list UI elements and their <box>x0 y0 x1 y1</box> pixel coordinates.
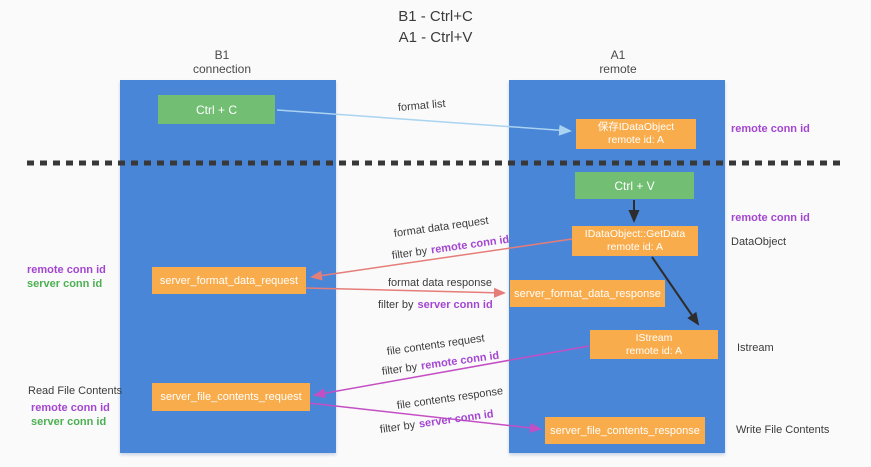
arrow-file-contents-request <box>313 345 590 399</box>
dataobject-annotation: DataObject <box>731 236 787 248</box>
server-format-data-request-box: server_format_data_request <box>152 267 306 294</box>
read-remote-conn-id-annotation: remote conn id <box>31 402 110 414</box>
server-file-contents-request-label: server_file_contents_request <box>160 391 302 403</box>
ctrl-c-box: Ctrl + C <box>158 95 275 124</box>
write-file-contents-annotation: Write File Contents <box>736 424 830 436</box>
title-line-1: B1 - Ctrl+C <box>398 8 473 25</box>
title-line-2: A1 - Ctrl+V <box>398 29 473 46</box>
arrow-format-data-request <box>310 238 573 281</box>
ctrl-c-label: Ctrl + C <box>195 102 237 117</box>
istream-box: IStream remote id: A <box>590 330 718 359</box>
diagram-title: B1 - Ctrl+C A1 - Ctrl+V <box>0 6 871 48</box>
left-remote-conn-id-annotation: remote conn id <box>27 264 106 276</box>
istream-annotation: Istream <box>737 342 774 354</box>
read-server-conn-id-annotation: server conn id <box>31 416 107 428</box>
lane-header-b1: B1 connection <box>162 48 282 76</box>
server-conn-id-text: server conn id <box>417 299 493 311</box>
save-idataobject-line2: remote id: A <box>607 134 665 146</box>
istream-line1: IStream <box>635 331 673 344</box>
lane-header-a1: A1 remote <box>558 48 678 76</box>
read-file-contents-annotation: Read File Contents <box>28 385 123 397</box>
left-server-conn-id-annotation: server conn id <box>27 278 103 290</box>
getdata-line2: remote id: A <box>606 241 664 253</box>
arrow-format-list <box>276 109 572 136</box>
remote-conn-id-annotation-top: remote conn id <box>731 123 810 135</box>
getdata-line1: IDataObject::GetData <box>584 228 686 240</box>
arrow-file-contents-response <box>308 402 542 433</box>
lane-b1-subtitle: connection <box>192 62 252 76</box>
server-file-contents-response-box: server_file_contents_response <box>545 417 705 444</box>
server-file-contents-request-box: server_file_contents_request <box>152 383 310 411</box>
save-idataobject-line1: 保存IDataObject <box>597 121 675 133</box>
ctrl-v-box: Ctrl + V <box>575 172 694 199</box>
istream-line2: remote id: A <box>625 344 683 357</box>
save-idataobject-box: 保存IDataObject remote id: A <box>576 119 696 149</box>
arrow-format-data-response <box>305 287 506 298</box>
lane-a1-name: A1 <box>610 48 626 62</box>
server-file-contents-response-label: server_file_contents_response <box>550 424 700 437</box>
remote-conn-id-annotation-mid: remote conn id <box>731 212 810 224</box>
arrow-getdata-to-istream <box>651 256 700 326</box>
idataobject-getdata-box: IDataObject::GetData remote id: A <box>572 226 698 256</box>
filter-by-text: filter by <box>378 299 414 311</box>
server-format-data-response-label: server_format_data_response <box>514 287 661 300</box>
format-data-response-label: format data response <box>388 277 492 289</box>
lane-b1-name: B1 <box>214 48 230 62</box>
ctrl-v-label: Ctrl + V <box>614 178 655 193</box>
server-format-data-response-box: server_format_data_response <box>510 280 665 307</box>
lane-a1-subtitle: remote <box>599 62 637 76</box>
server-format-data-request-label: server_format_data_request <box>159 274 299 287</box>
